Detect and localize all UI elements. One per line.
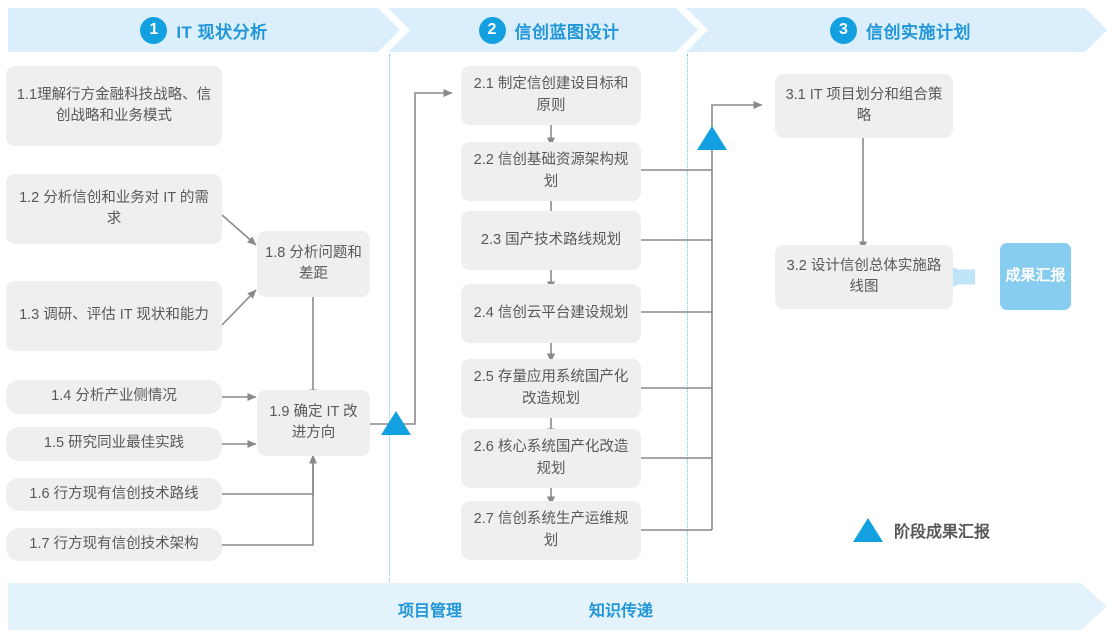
task-box-2-6[interactable]: 2.6 核心系统国产化改造规划 [461,429,641,488]
task-box-2-4[interactable]: 2.4 信创云平台建设规划 [461,284,641,343]
phase-title-3: 信创实施计划 [866,22,971,42]
milestone-triangle-phase1 [381,411,411,435]
task-box-3-1[interactable]: 3.1 IT 项目划分和组合策略 [775,74,953,138]
phase-number-2: 2 [479,17,506,44]
task-box-1-1[interactable]: 1.1理解行方金融科技战略、信创战略和业务模式 [6,66,222,146]
task-box-1-4[interactable]: 1.4 分析产业侧情况 [6,380,222,414]
phase-divider-2-3 [687,54,688,582]
task-box-2-1[interactable]: 2.1 制定信创建设目标和原则 [461,66,641,125]
task-box-3-2[interactable]: 3.2 设计信创总体实施路线图 [775,245,953,309]
phase-header-3: 3 信创实施计划 [686,8,1107,52]
phase-title-1: IT 现状分析 [176,22,268,42]
task-box-1-5[interactable]: 1.5 研究同业最佳实践 [6,427,222,461]
footer-label-1: 知识传递 [589,603,654,620]
milestone-triangle-phase2 [697,126,727,150]
task-box-1-2[interactable]: 1.2 分析信创和业务对 IT 的需求 [6,174,222,244]
phase-number-1: 1 [140,17,167,44]
phase-header-2: 2 信创蓝图设计 [388,8,698,52]
task-box-1-8[interactable]: 1.8 分析问题和差距 [257,231,370,297]
task-box-2-2[interactable]: 2.2 信创基础资源架构规划 [461,142,641,201]
legend: 阶段成果汇报 [853,518,990,542]
footer-label-0: 项目管理 [398,603,463,620]
phase-title-2: 信创蓝图设计 [514,22,620,42]
task-box-1-3[interactable]: 1.3 调研、评估 IT 现状和能力 [6,281,222,351]
footer-band [8,583,1107,630]
legend-label: 阶段成果汇报 [894,524,991,541]
task-box-2-7[interactable]: 2.7 信创系统生产运维规划 [461,501,641,560]
task-box-1-6[interactable]: 1.6 行方现有信创技术路线 [6,478,222,511]
task-box-1-9[interactable]: 1.9 确定 IT 改进方向 [257,390,370,456]
phase-divider-1-2 [389,54,390,582]
phase-header-1: 1 IT 现状分析 [8,8,400,52]
milestone-triangle-icon [853,518,883,542]
result-badge[interactable]: 成果汇报 [1000,243,1071,310]
task-box-2-3[interactable]: 2.3 国产技术路线规划 [461,211,641,270]
task-box-2-5[interactable]: 2.5 存量应用系统国产化改造规划 [461,359,641,418]
phase-number-3: 3 [830,17,857,44]
task-box-1-7[interactable]: 1.7 行方现有信创技术架构 [6,528,222,561]
